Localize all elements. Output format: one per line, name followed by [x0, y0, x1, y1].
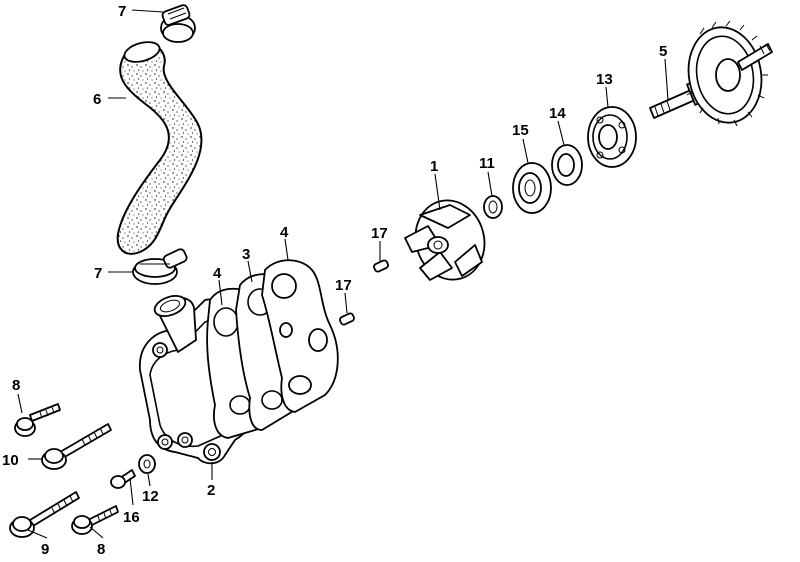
callout-13: 13: [596, 71, 613, 88]
callout-2: 2: [207, 482, 215, 499]
coolant-hose: [116, 41, 203, 255]
callout-7-upper: 7: [118, 3, 126, 20]
callout-8-upper: 8: [12, 377, 20, 394]
callout-17-lower: 17: [335, 277, 352, 294]
callout-12: 12: [142, 488, 159, 505]
callout-17-upper: 17: [371, 225, 388, 242]
callout-4-left: 4: [213, 265, 222, 282]
dowel-pin-lower: [339, 312, 355, 326]
callout-15: 15: [512, 122, 529, 139]
flange-bolt-8-upper: [14, 403, 61, 437]
gasket-outer: [261, 259, 339, 413]
callout-4-right: 4: [280, 224, 289, 241]
callout-labels: 7 6 7 1 11 15 14 13 5 4 3 4 17 17 2 12 1…: [2, 3, 667, 558]
ball-bearing: [587, 106, 637, 168]
pump-shaft-gear: [649, 20, 773, 127]
callout-5: 5: [659, 43, 667, 60]
hose-clamp-lower: [132, 248, 188, 285]
callout-6: 6: [93, 91, 101, 108]
callout-1: 1: [430, 158, 438, 175]
flange-bolt-8-lower: [71, 505, 119, 535]
callout-10: 10: [2, 452, 19, 469]
washer: [483, 195, 503, 219]
oil-seal: [551, 144, 583, 186]
callout-11: 11: [479, 155, 495, 172]
callout-7-lower: 7: [94, 265, 102, 282]
callout-8-lower: 8: [97, 541, 105, 558]
dowel-pin-upper: [373, 259, 389, 273]
sealing-washer-12: [138, 454, 156, 474]
callout-16: 16: [123, 509, 140, 526]
callout-14: 14: [549, 105, 566, 122]
hose-clamp-upper: [160, 4, 196, 43]
mechanical-seal: [512, 162, 552, 214]
drain-bolt-16: [110, 469, 136, 489]
impeller: [404, 199, 486, 281]
callout-3: 3: [242, 246, 250, 263]
callout-9: 9: [41, 541, 49, 558]
flange-bolt-9: [9, 491, 80, 538]
leader-lines: [17, 9, 669, 539]
flange-bolt-10: [41, 423, 112, 470]
